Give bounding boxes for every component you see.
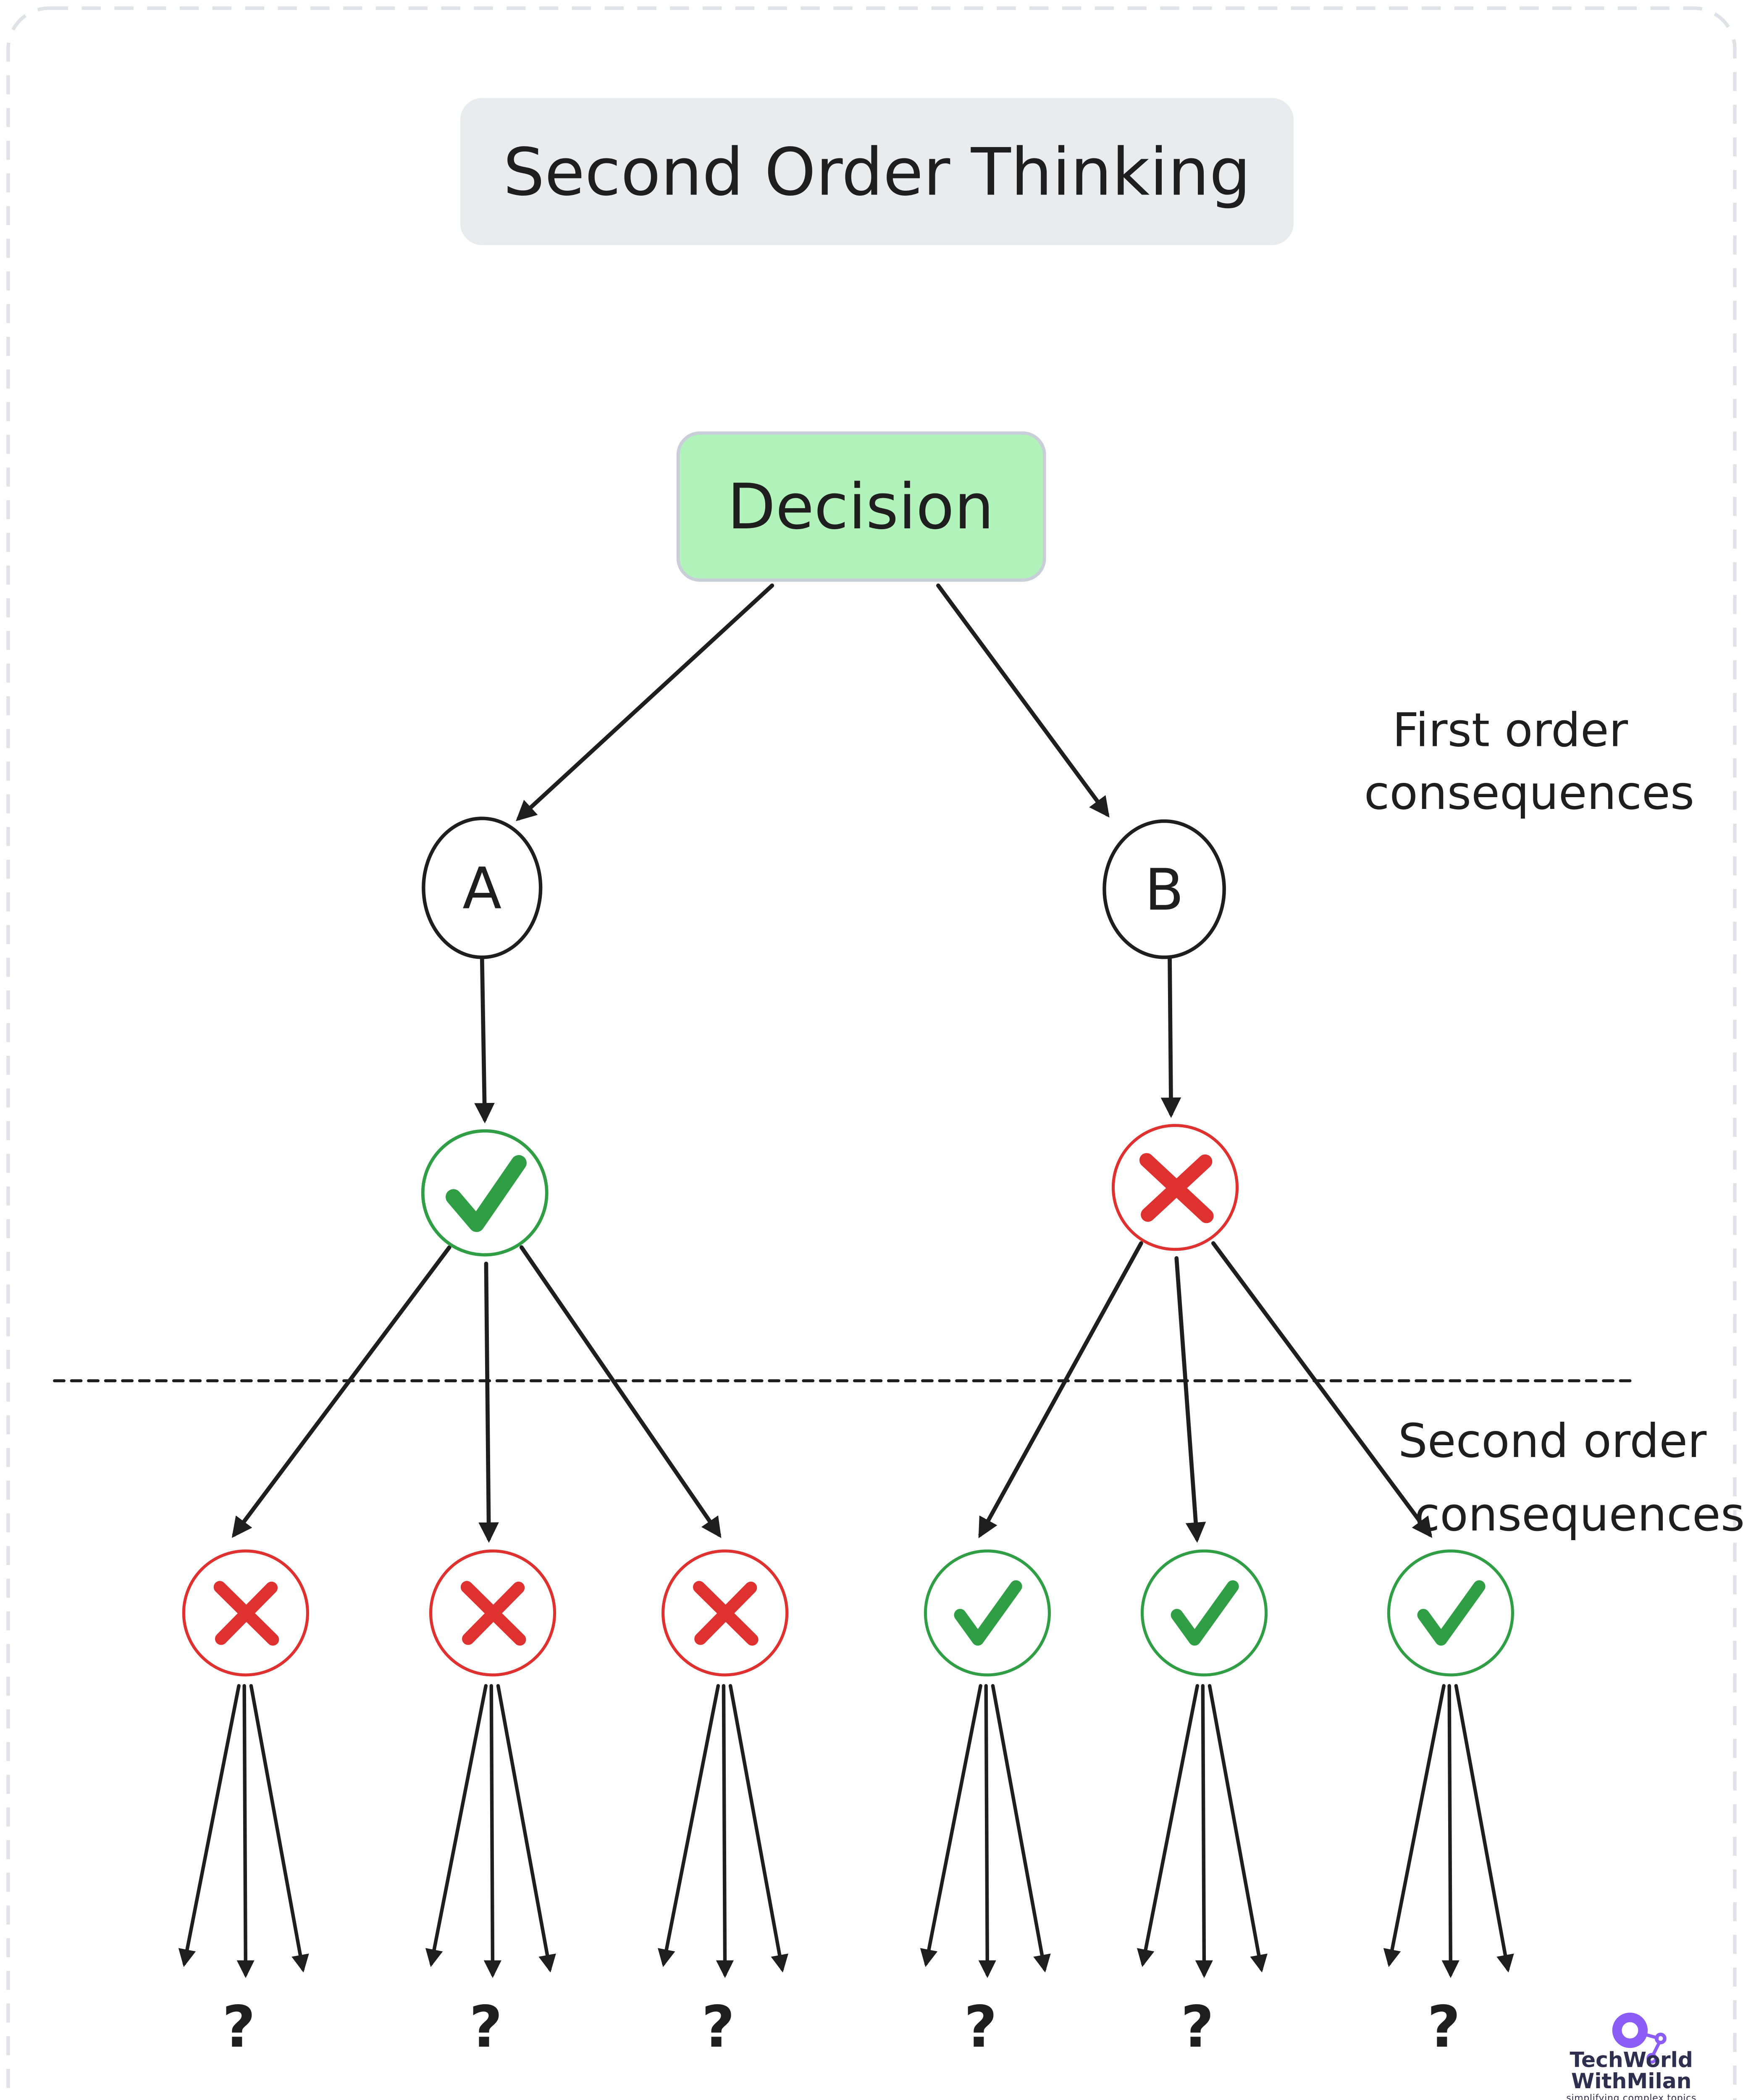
second-order-label-line1: Second order (1398, 1414, 1707, 1468)
unknown-outcomes: ? ? ? ? ? ? (222, 1994, 1460, 2061)
outcome-arrow (716, 1684, 734, 1978)
question-mark: ? (1427, 1994, 1460, 2061)
outcome-arrow (658, 1684, 720, 1967)
outcome-arrow (1441, 1684, 1460, 1978)
node-a-circle (422, 816, 543, 959)
check-circle (1387, 1549, 1514, 1677)
check-circle (924, 1549, 1051, 1677)
arrow-cross-to-child-3 (1211, 1241, 1433, 1538)
outcome-arrow (1195, 1684, 1213, 1978)
check-circle (1140, 1549, 1268, 1677)
brand-text: TechWorld WithMilan simplifying complex … (1566, 2048, 1696, 2100)
brand-name-top: TechWorld (1570, 2048, 1693, 2072)
question-mark: ? (964, 1994, 997, 2061)
outcome-arrow (249, 1684, 309, 1973)
check-icon (446, 1155, 527, 1232)
arrow-cross-to-child-2 (1174, 1256, 1206, 1543)
title-box-background (460, 98, 1294, 245)
question-mark: ? (469, 1994, 502, 2061)
decision-label: Decision (727, 471, 994, 543)
node-b-label: B (1144, 857, 1184, 924)
arrow-decision-to-b (936, 583, 1110, 818)
annotation-labels: First order consequences Second order co… (1364, 704, 1743, 1541)
cross-icon (694, 1581, 757, 1645)
check-icon (1417, 1580, 1486, 1646)
outcome-arrow (1383, 1684, 1446, 1967)
cross-icon (1141, 1154, 1213, 1222)
check-icon (954, 1580, 1022, 1646)
question-mark: ? (701, 1994, 735, 2061)
molecule-big-ring (1612, 2012, 1648, 2048)
brand-logo: TechWorld WithMilan simplifying complex … (1566, 2012, 1696, 2100)
question-mark: ? (1181, 1994, 1214, 2061)
arrow-check-to-child-2 (478, 1261, 499, 1543)
outcome-arrow-fans (178, 1684, 1514, 1978)
check-icon (1171, 1580, 1239, 1646)
outcome-arrow (483, 1684, 501, 1978)
outcome-arrow (728, 1684, 788, 1973)
outcome-arrow (978, 1684, 996, 1978)
check-circle (421, 1129, 549, 1257)
page-title: Second Order Thinking (503, 134, 1251, 210)
arrow-check-to-child-3 (519, 1245, 722, 1538)
outcome-arrow (1137, 1684, 1200, 1967)
outcome-arrow (1454, 1684, 1514, 1973)
brand-name-bottom: WithMilan (1571, 2068, 1692, 2093)
outcome-arrow (991, 1684, 1051, 1973)
arrow-b-to-cross (1160, 955, 1181, 1118)
option-nodes: A B (422, 816, 1226, 959)
arrow-check-to-child-1 (231, 1245, 452, 1538)
second-level-cross-nodes (182, 1549, 789, 1677)
arrow-decision-to-a (516, 583, 774, 822)
outcome-arrow (236, 1684, 255, 1978)
outcome-arrow (1208, 1684, 1268, 1973)
connector-arrows (53, 583, 1633, 1543)
first-level-check-node (421, 1129, 549, 1257)
cross-icon (462, 1581, 525, 1645)
molecule-link (1651, 2041, 1661, 2057)
arrow-cross-to-child-1 (978, 1241, 1143, 1538)
molecule-small-ring (1654, 2032, 1667, 2045)
question-mark: ? (222, 1994, 255, 2061)
cross-icon (215, 1581, 278, 1645)
second-level-check-nodes (924, 1549, 1514, 1677)
decision-box-background (676, 431, 1046, 582)
second-order-label-line2: consequences (1415, 1488, 1743, 1541)
page-dashed-border (6, 6, 1737, 2100)
molecule-icon (1612, 2012, 1667, 2064)
first-level-cross-node (1111, 1124, 1239, 1251)
node-b-circle (1102, 819, 1226, 959)
first-order-label-line2: consequences (1364, 766, 1694, 820)
outcome-arrow (425, 1684, 488, 1967)
first-order-label-line1: First order (1392, 704, 1628, 757)
outcome-arrow (496, 1684, 556, 1973)
molecule-small-ring (1646, 2053, 1657, 2064)
outcome-arrow (920, 1684, 982, 1967)
decision-node: Decision (676, 431, 1046, 582)
brand-tagline: simplifying complex topics (1566, 2093, 1696, 2100)
node-a-label: A (462, 856, 501, 922)
arrow-a-to-check (474, 956, 495, 1124)
outcome-arrow (178, 1684, 241, 1967)
title-box: Second Order Thinking (460, 98, 1294, 245)
